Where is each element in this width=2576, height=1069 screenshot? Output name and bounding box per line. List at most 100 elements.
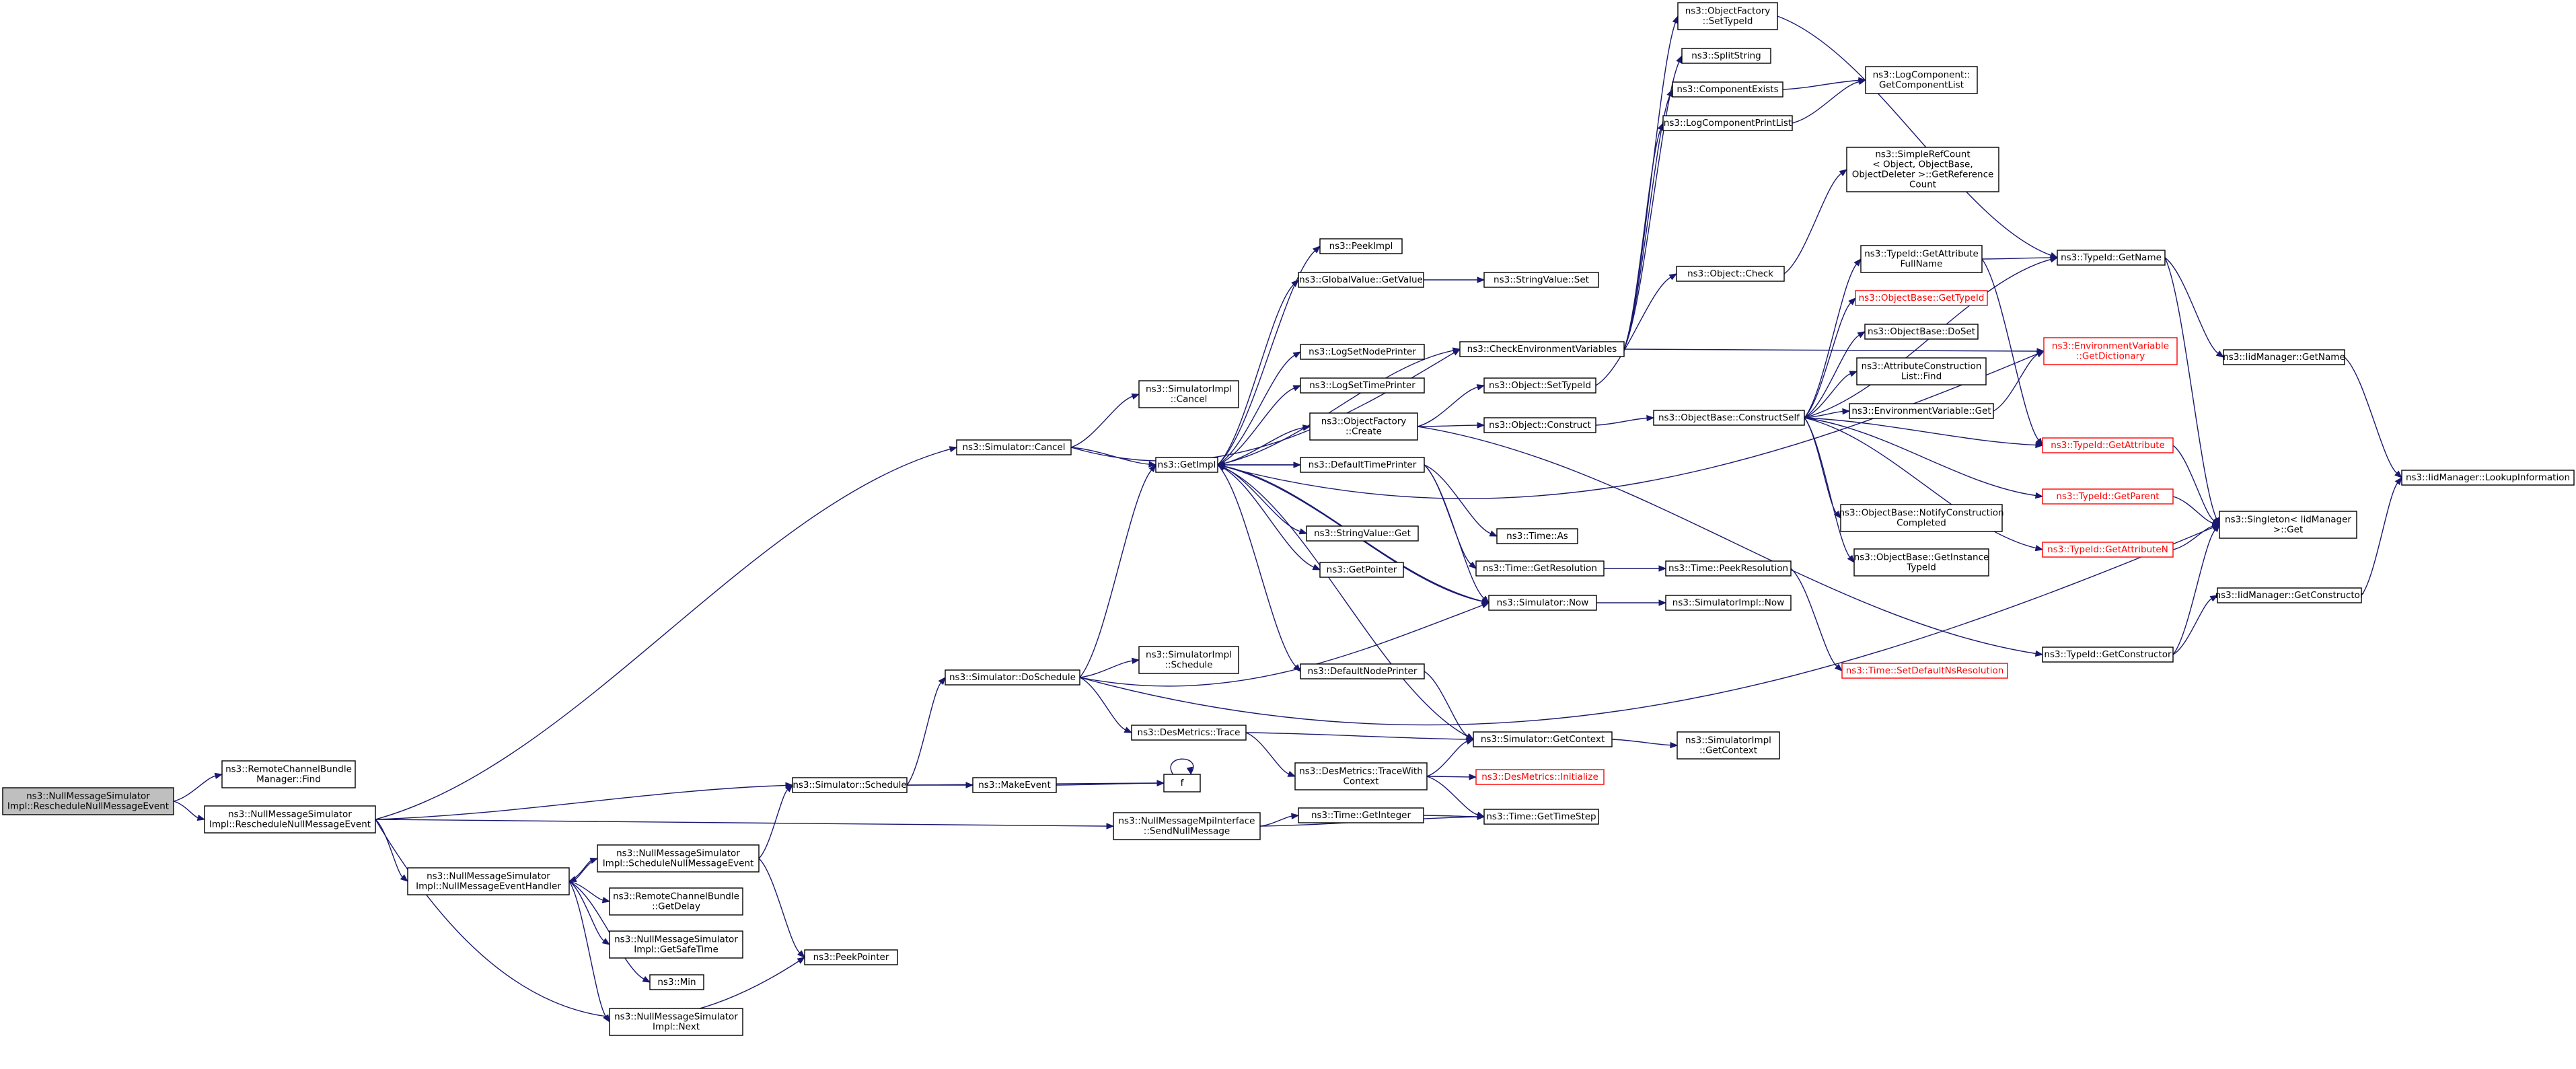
- node-sched-nme[interactable]: ns3::NullMessageSimulatorImpl::ScheduleN…: [597, 844, 760, 873]
- node-label: ns3::SimulatorImpl: [1146, 650, 1232, 661]
- node-sim-schedule[interactable]: ns3::Simulator::Schedule: [792, 777, 908, 793]
- node-sv-set[interactable]: ns3::StringValue::Set: [1483, 272, 1599, 288]
- node-label: Impl::RescheduleNullMessageEvent: [209, 819, 371, 830]
- node-iid-getctor[interactable]: ns3::IidManager::GetConstructor: [2215, 587, 2364, 603]
- node-logcompprint[interactable]: ns3::LogComponentPrintList: [1662, 115, 1793, 131]
- node-nmh[interactable]: ns3::NullMessageSimulatorImpl::NullMessa…: [407, 867, 570, 895]
- node-label: ns3::SimulatorImpl: [1146, 384, 1232, 395]
- node-obj-settypeid[interactable]: ns3::Object::SetTypeId: [1483, 377, 1596, 394]
- node-f[interactable]: f: [1163, 774, 1201, 792]
- node-box: [2042, 437, 2174, 453]
- node-tid-getctor[interactable]: ns3::TypeId::GetConstructor: [2042, 647, 2174, 663]
- node-iid-lookup[interactable]: ns3::IidManager::LookupInformation: [2401, 470, 2575, 486]
- node-resched[interactable]: ns3::NullMessageSimulatorImpl::Reschedul…: [204, 805, 376, 834]
- node-logsetnode[interactable]: ns3::LogSetNodePrinter: [1300, 344, 1425, 360]
- node-desm-trace[interactable]: ns3::DesMetrics::Trace: [1131, 725, 1247, 741]
- node-label: ns3::NullMessageSimulator: [228, 809, 352, 820]
- node-compexists[interactable]: ns3::ComponentExists: [1672, 81, 1783, 98]
- node-simimpl-schedule[interactable]: ns3::SimulatorImpl::Schedule: [1138, 646, 1239, 674]
- node-simimpl-now[interactable]: ns3::SimulatorImpl::Now: [1665, 595, 1792, 611]
- node-logcomp-list[interactable]: ns3::LogComponent::GetComponentList: [1865, 66, 1978, 94]
- node-label: ns3::TypeId::GetParent: [2056, 491, 2159, 502]
- node-peekimpl[interactable]: ns3::PeekImpl: [1319, 238, 1403, 254]
- node-sendnull[interactable]: ns3::NullMessageMpiInterface::SendNullMe…: [1113, 812, 1261, 840]
- node-box: [956, 439, 1072, 455]
- node-box: [945, 669, 1080, 686]
- node-time-getint[interactable]: ns3::Time::GetInteger: [1298, 807, 1424, 823]
- node-getpointer[interactable]: ns3::GetPointer: [1319, 562, 1404, 578]
- node-splitstring[interactable]: ns3::SplitString: [1681, 48, 1771, 64]
- node-rcb-delay[interactable]: ns3::RemoteChannelBundle::GetDelay: [609, 887, 743, 916]
- node-label: ns3::ComponentExists: [1677, 84, 1778, 95]
- node-envvar-get[interactable]: ns3::EnvironmentVariable::Get: [1849, 403, 1994, 419]
- node-label: ns3::CheckEnvironmentVariables: [1467, 344, 1617, 355]
- node-time-peekres[interactable]: ns3::Time::PeekResolution: [1665, 560, 1792, 577]
- edge-root-to-resched: [173, 801, 206, 821]
- node-simplerefcount[interactable]: ns3::SimpleRefCount< Object, ObjectBase,…: [1846, 147, 1999, 192]
- node-desm-init[interactable]: ns3::DesMetrics::Initialize: [1475, 769, 1605, 785]
- edge-ob_construct-to-tid_getattrn: [1804, 417, 2044, 552]
- node-sim-getcontext[interactable]: ns3::Simulator::GetContext: [1473, 731, 1613, 747]
- node-box: [1488, 595, 1597, 611]
- node-box: [1483, 809, 1599, 825]
- node-tid-getname[interactable]: ns3::TypeId::GetName: [2057, 250, 2166, 266]
- edge-time_peekres-to-time_setdef: [1790, 568, 1843, 671]
- node-gv-getvalue[interactable]: ns3::GlobalValue::GetValue: [1298, 272, 1424, 288]
- node-ob-gettypeid[interactable]: ns3::ObjectBase::GetTypeId: [1855, 290, 1988, 306]
- node-box: [2042, 542, 2174, 558]
- node-ob-doset[interactable]: ns3::ObjectBase::DoSet: [1864, 324, 1979, 340]
- node-box: [1319, 562, 1404, 578]
- node-peekptr[interactable]: ns3::PeekPointer: [804, 949, 898, 965]
- node-getimpl[interactable]: ns3::GetImpl: [1155, 457, 1218, 473]
- node-simimpl-getctx[interactable]: ns3::SimulatorImpl::GetContext: [1677, 731, 1780, 760]
- node-singleton-get[interactable]: ns3::Singleton< IidManager>::Get: [2219, 511, 2357, 539]
- node-envvar-dict[interactable]: ns3::EnvironmentVariable::GetDictionary: [2043, 337, 2178, 365]
- node-label: ns3::EnvironmentVariable: [2052, 341, 2169, 352]
- node-label: ns3::MakeEvent: [978, 780, 1051, 790]
- node-simimpl-cancel[interactable]: ns3::SimulatorImpl::Cancel: [1138, 380, 1239, 408]
- edge-desm_tracewith-to-time_gettimestep: [1426, 776, 1485, 818]
- node-label: Impl::Next: [653, 1022, 700, 1033]
- node-of-create[interactable]: ns3::ObjectFactory::Create: [1309, 412, 1418, 441]
- node-makeevent[interactable]: ns3::MakeEvent: [972, 777, 1057, 793]
- node-checkenv[interactable]: ns3::CheckEnvironmentVariables: [1459, 341, 1625, 357]
- node-label: ns3::AttributeConstruction: [1862, 361, 1982, 372]
- node-defnodeprinter[interactable]: ns3::DefaultNodePrinter: [1300, 663, 1425, 679]
- node-safe-time[interactable]: ns3::NullMessageSimulatorImpl::GetSafeTi…: [609, 930, 743, 959]
- node-sim-cancel[interactable]: ns3::Simulator::Cancel: [956, 439, 1072, 455]
- node-sim-now[interactable]: ns3::Simulator::Now: [1488, 595, 1597, 611]
- node-box: [1677, 2, 1778, 30]
- node-tid-getattr[interactable]: ns3::TypeId::GetAttribute: [2042, 437, 2174, 453]
- node-tid-getparent[interactable]: ns3::TypeId::GetParent: [2042, 488, 2174, 505]
- node-ob-construct[interactable]: ns3::ObjectBase::ConstructSelf: [1653, 410, 1805, 426]
- node-deftimeprinter[interactable]: ns3::DefaultTimePrinter: [1300, 457, 1425, 473]
- node-iid-getname[interactable]: ns3::IidManager::GetName: [2223, 349, 2345, 365]
- node-label: ns3::StringValue::Set: [1494, 274, 1589, 285]
- node-of-settypeid[interactable]: ns3::ObjectFactory::SetTypeId: [1677, 2, 1778, 30]
- node-obj-check[interactable]: ns3::Object::Check: [1676, 266, 1785, 282]
- node-label: ns3::EnvironmentVariable::Get: [1851, 406, 1991, 416]
- edge-obj_settypeid-to-obj_check: [1595, 273, 1678, 386]
- edge-sim_cancel-to-simimpl_cancel: [1070, 393, 1140, 448]
- node-time-setdef[interactable]: ns3::Time::SetDefaultNsResolution: [1841, 663, 2008, 679]
- node-sv-get[interactable]: ns3::StringValue::Get: [1306, 525, 1419, 542]
- node-time-as[interactable]: ns3::Time::As: [1496, 528, 1578, 544]
- node-time-getres[interactable]: ns3::Time::GetResolution: [1475, 560, 1605, 577]
- node-ob-notify[interactable]: ns3::ObjectBase::NotifyConstructionCompl…: [1839, 504, 2004, 532]
- node-label: TypeId: [1906, 562, 1936, 573]
- node-time-gettimestep[interactable]: ns3::Time::GetTimeStep: [1483, 809, 1599, 825]
- edge-sched_nme-to-nmh: [568, 858, 598, 883]
- node-min[interactable]: ns3::Min: [649, 974, 704, 990]
- edge-checkenv-to-of_settypeid: [1623, 15, 1679, 350]
- node-logsettime[interactable]: ns3::LogSetTimePrinter: [1300, 377, 1425, 394]
- node-doschedule[interactable]: ns3::Simulator::DoSchedule: [945, 669, 1080, 686]
- node-obj-construct[interactable]: ns3::Object::Construct: [1483, 417, 1596, 433]
- edge-getimpl-to-of_create: [1217, 425, 1311, 466]
- node-tid-getattrn[interactable]: ns3::TypeId::GetAttributeN: [2042, 542, 2174, 558]
